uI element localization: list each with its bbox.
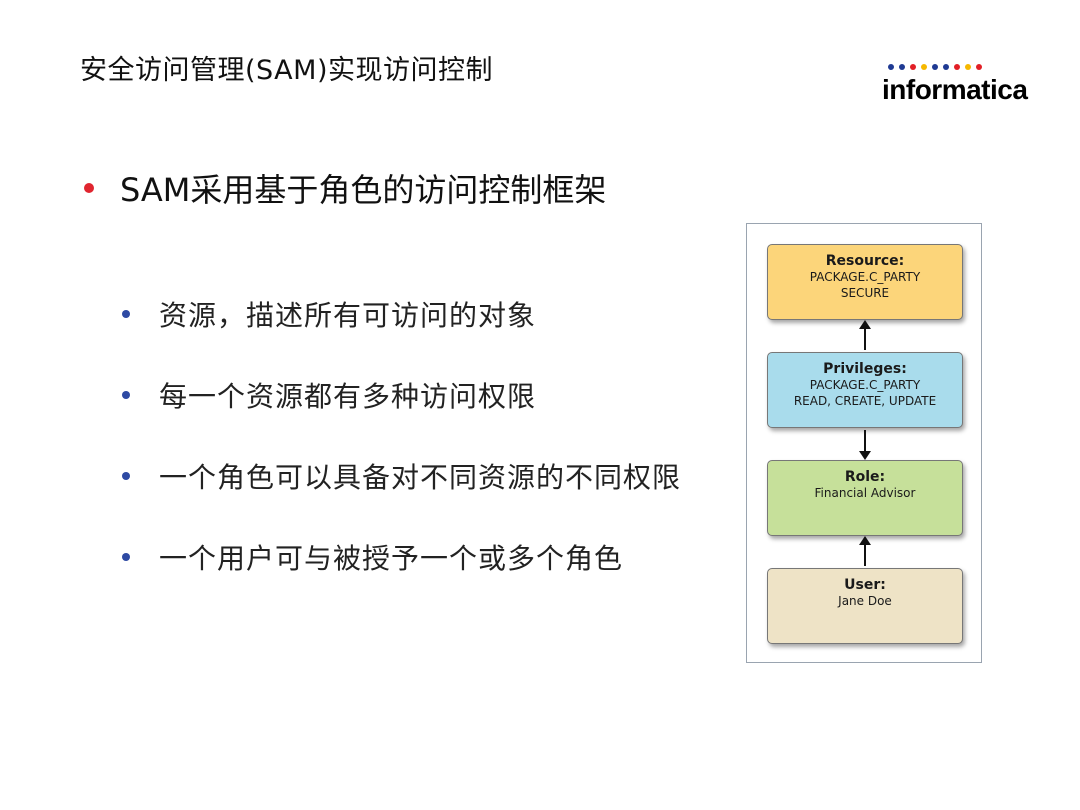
logo-dot-icon [943,64,949,70]
resource-box: Resource: PACKAGE.C_PARTY SECURE [767,244,963,320]
resource-line: PACKAGE.C_PARTY [809,270,921,284]
sub-bullet-text: 一个角色可以具备对不同资源的不同权限 [159,461,682,494]
privileges-line: PACKAGE.C_PARTY [809,378,921,392]
sub-bullet-item: 一个用户可与被授予一个或多个角色 [122,535,681,579]
role-box: Role: Financial Advisor [767,460,963,536]
sub-bullet-text: 资源，描述所有可访问的对象 [159,299,537,332]
logo-text: informatica [882,74,1028,105]
sub-bullet-text: 每一个资源都有多种访问权限 [159,380,537,413]
sub-bullet-item: 每一个资源都有多种访问权限 [122,373,681,417]
logo-dot-icon [932,64,938,70]
logo-dot-icon [921,64,927,70]
privileges-line: READ, CREATE, UPDATE [793,394,937,408]
blue-bullet-icon [122,553,130,561]
role-line: Financial Advisor [814,486,916,500]
main-bullet-text: SAM采用基于角色的访问控制框架 [120,171,607,209]
arrow-up-icon [859,320,871,350]
blue-bullet-icon [122,310,130,318]
logo-dot-icon [954,64,960,70]
main-bullet: SAM采用基于角色的访问控制框架 [84,165,606,211]
logo-dot-icon [965,64,971,70]
role-title: Role: [844,469,886,485]
privileges-box: Privileges: PACKAGE.C_PARTY READ, CREATE… [767,352,963,428]
logo-dot-icon [888,64,894,70]
user-line: Jane Doe [838,594,892,608]
privileges-title: Privileges: [823,361,907,377]
resource-line: SECURE [840,286,890,300]
sam-diagram: Resource: PACKAGE.C_PARTY SECURE Privile… [746,223,982,663]
informatica-logo: informatica [882,64,1032,114]
logo-dot-icon [899,64,905,70]
user-box: User: Jane Doe [767,568,963,644]
resource-title: Resource: [825,253,905,269]
arrow-down-icon [859,430,871,460]
arrow-up-icon [859,536,871,566]
logo-dots [888,64,1032,72]
sub-bullet-list: 资源，描述所有可访问的对象 每一个资源都有多种访问权限 一个角色可以具备对不同资… [122,292,681,616]
red-bullet-icon [84,183,94,193]
blue-bullet-icon [122,391,130,399]
sub-bullet-text: 一个用户可与被授予一个或多个角色 [159,542,624,575]
sub-bullet-item: 资源，描述所有可访问的对象 [122,292,681,336]
logo-dot-icon [976,64,982,70]
logo-dot-icon [910,64,916,70]
slide-title: 安全访问管理(SAM)实现访问控制 [80,55,493,86]
sub-bullet-item: 一个角色可以具备对不同资源的不同权限 [122,454,681,498]
blue-bullet-icon [122,472,130,480]
user-title: User: [844,577,886,593]
